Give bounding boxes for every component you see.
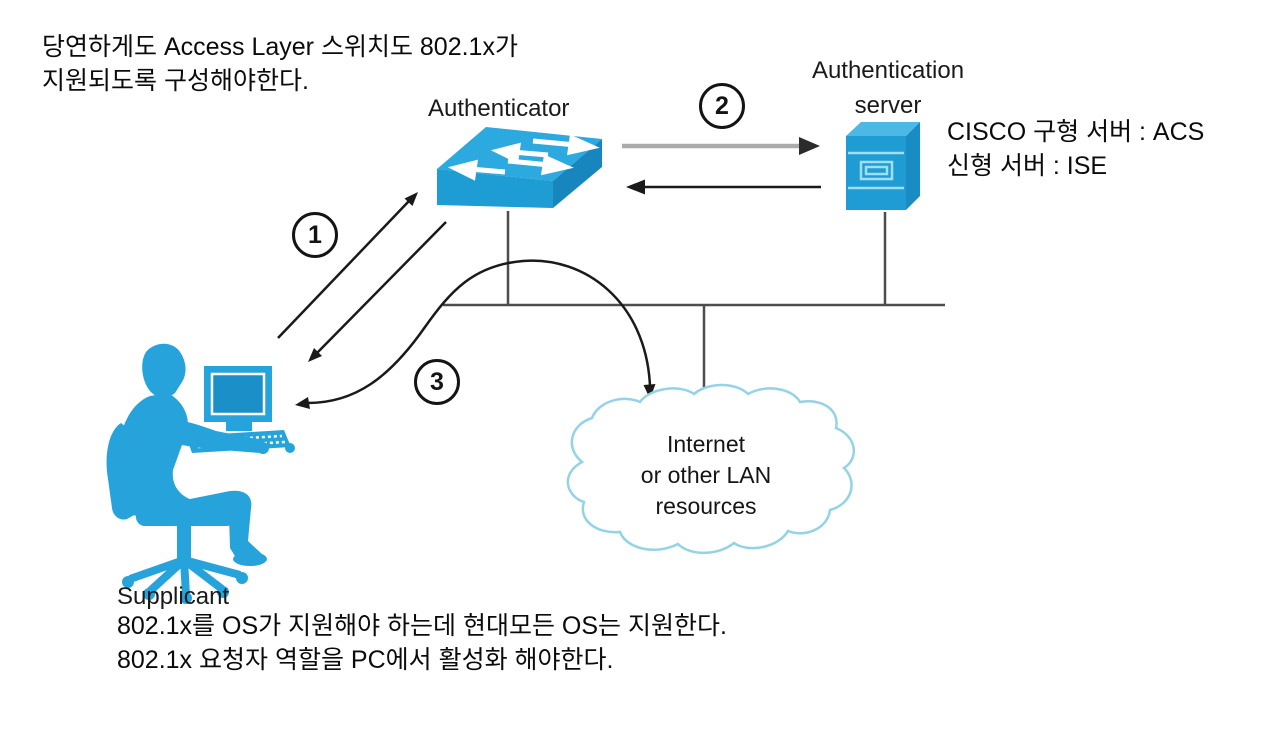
step2-badge: 2 [699, 83, 745, 129]
step3-badge: 3 [414, 359, 460, 405]
step3-curved-arrow [295, 259, 656, 409]
arrowhead-to-cloud [643, 384, 656, 399]
arrowhead-to-server [799, 137, 820, 155]
authentication-server-label-line2: server [854, 92, 922, 119]
cloud-label: Internet or other LAN resources [565, 429, 847, 522]
switch-port-arrows [447, 134, 600, 181]
cloud-label-line2: or other LAN [640, 462, 772, 488]
step1-number: 1 [308, 220, 322, 249]
server-front-details [848, 151, 904, 190]
bottom-annotation: 802.1x를 OS가 지원해야 하는데 현대모든 OS는 지원한다. 802.… [117, 609, 727, 677]
top-annotation-line1: 당연하게도 Access Layer 스위치도 802.1x가 [42, 33, 518, 61]
internet-cloud [566, 383, 856, 555]
arrowhead-to-authenticator-2 [626, 179, 645, 195]
top-annotation: 당연하게도 Access Layer 스위치도 802.1x가 지원되도록 구성… [42, 30, 518, 98]
step1-arrows [277, 192, 447, 362]
chair-base [128, 556, 242, 596]
step2-arrows [622, 137, 821, 195]
step3-number: 3 [430, 367, 444, 396]
arrowhead-to-supplicant-3 [295, 397, 310, 409]
authentication-server-label: Authentication server [790, 53, 986, 123]
step1-badge: 1 [292, 212, 338, 258]
bottom-annotation-line1: 802.1x를 OS가 지원해야 하는데 현대모든 OS는 지원한다. [117, 612, 727, 640]
top-annotation-line2: 지원되도록 구성해야한다. [42, 67, 309, 95]
arrowhead-to-authenticator [404, 192, 418, 206]
supplicant-label: Supplicant [117, 583, 230, 610]
supplicant-person-icon [106, 343, 295, 604]
authentication-server-label-line1: Authentication [811, 57, 965, 84]
server-type-line2: 신형 서버 : ISE [947, 152, 1108, 180]
step2-number: 2 [715, 91, 729, 120]
arrowhead-to-supplicant [308, 348, 322, 362]
cloud-label-line1: Internet [667, 431, 745, 457]
bottom-annotation-line2: 802.1x 요청자 역할을 PC에서 활성화 해야한다. [117, 646, 614, 674]
cloud-label-line3: resources [655, 493, 757, 519]
server-type-line1: CISCO 구형 서버 : ACS [947, 118, 1205, 146]
server-type-annotation: CISCO 구형 서버 : ACS 신형 서버 : ISE [947, 115, 1204, 183]
authenticator-switch-icon [437, 127, 602, 208]
authenticator-label: Authenticator [428, 95, 570, 122]
lan-bus-lines [443, 211, 945, 412]
authentication-server-icon [846, 122, 920, 210]
